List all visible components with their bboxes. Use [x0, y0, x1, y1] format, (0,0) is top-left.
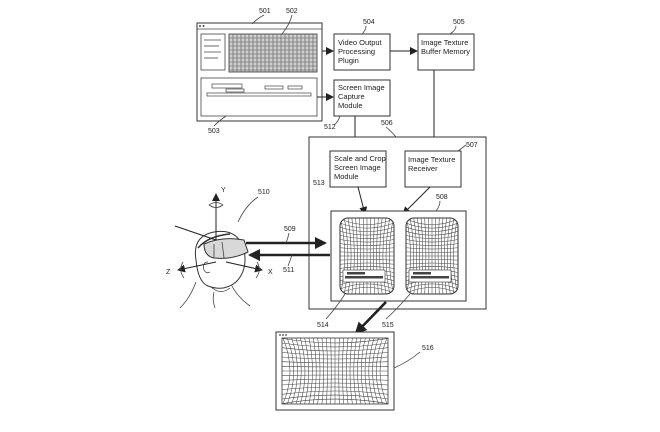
ref-516: 516 — [422, 345, 434, 352]
ref-513: 513 — [313, 180, 325, 187]
ref-503: 503 — [208, 128, 220, 135]
svg-text:Buffer Memory: Buffer Memory — [421, 47, 470, 56]
user-head-with-headset — [174, 193, 263, 309]
svg-text:Plugin: Plugin — [338, 56, 359, 65]
svg-text:Screen Image: Screen Image — [334, 163, 381, 172]
ref-506: 506 — [381, 120, 393, 127]
ref-504: 504 — [363, 19, 375, 26]
ref-507: 507 — [466, 142, 478, 149]
ref-514: 514 — [317, 322, 329, 329]
content-grid-panel — [228, 33, 318, 73]
ref-515: 515 — [382, 322, 394, 329]
svg-text:Receiver: Receiver — [408, 164, 438, 173]
arrow-device-to-output — [354, 301, 387, 335]
texture-buffer-box: Image Texture Buffer Memory — [417, 33, 475, 71]
output-distorted-frame — [275, 331, 395, 411]
arrow-receiver-to-display — [402, 186, 431, 215]
left-eye-distorted-image — [339, 217, 395, 295]
ref-512: 512 — [324, 124, 336, 131]
arrow-scale-to-display — [357, 186, 368, 215]
svg-text:Module: Module — [338, 101, 363, 110]
video-output-plugin-box: Video Output Processing Plugin — [333, 33, 391, 71]
ref-502: 502 — [286, 8, 298, 15]
axis-x-label: X — [268, 269, 273, 276]
ref-510: 510 — [258, 189, 270, 196]
svg-text:Scale and Crop: Scale and Crop — [334, 154, 386, 163]
axis-y-label: Y — [221, 187, 226, 194]
svg-text:Module: Module — [334, 172, 359, 181]
svg-text:Video Output: Video Output — [338, 38, 383, 47]
axis-z-label: Z — [166, 269, 171, 276]
ref-509: 509 — [284, 226, 296, 233]
svg-text:Processing: Processing — [338, 47, 375, 56]
ref-505: 505 — [453, 19, 465, 26]
scale-crop-box: Scale and Crop Screen Image Module — [329, 150, 387, 188]
ref-508: 508 — [436, 194, 448, 201]
svg-text:Image Texture: Image Texture — [421, 38, 468, 47]
texture-receiver-box: Image Texture Receiver — [404, 150, 462, 188]
right-eye-distorted-image — [405, 217, 459, 295]
screen-capture-box: Screen Image Capture Module — [333, 79, 391, 117]
svg-text:Screen Image: Screen Image — [338, 83, 385, 92]
svg-text:Capture: Capture — [338, 92, 365, 101]
ref-511: 511 — [283, 267, 294, 274]
ref-501: 501 — [259, 8, 271, 15]
desktop-screen-window — [196, 22, 323, 122]
svg-text:Image Texture: Image Texture — [408, 155, 455, 164]
